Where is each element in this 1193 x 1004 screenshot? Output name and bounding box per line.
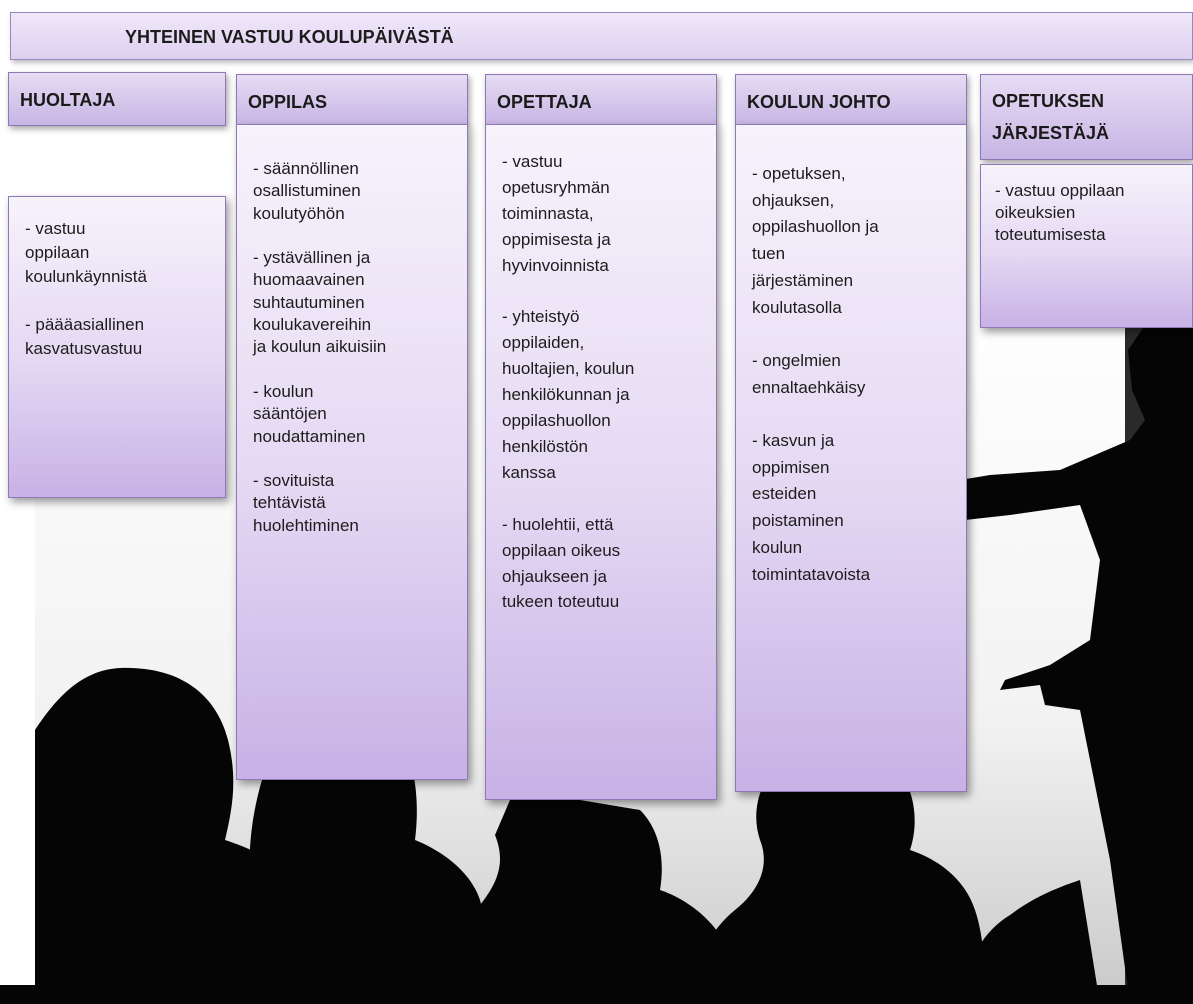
audience-silhouettes	[0, 300, 1193, 1004]
column-body: - vastuu opetusryhmän toiminnasta, oppim…	[485, 124, 717, 800]
column-header: HUOLTAJA	[8, 72, 226, 126]
head-silhouette-4	[690, 739, 985, 1004]
column-header: OPETTAJA	[485, 74, 717, 126]
column-body: - säännöllinen osallistuminen koulutyöhö…	[236, 124, 468, 780]
desk-silhouette	[0, 985, 1193, 1004]
column-description: - vastuu oppilaan koulunkäynnistä - päää…	[25, 219, 147, 358]
title-banner: YHTEINEN VASTUU KOULUPÄIVÄSTÄ	[10, 12, 1193, 60]
column-header: OPPILAS	[236, 74, 468, 126]
column-title: HUOLTAJA	[20, 90, 116, 110]
column-body: - vastuu oppilaan koulunkäynnistä - päää…	[8, 196, 226, 498]
column-description: - säännöllinen osallistuminen koulutyöhö…	[253, 159, 387, 535]
diagram-title: YHTEINEN VASTUU KOULUPÄIVÄSTÄ	[125, 27, 454, 47]
column-body: - vastuu oppilaan oikeuksien toteutumise…	[980, 164, 1193, 328]
head-silhouette-3	[440, 800, 736, 1004]
column-title: KOULUN JOHTO	[747, 92, 891, 112]
head-silhouette-5	[960, 880, 1100, 1004]
column-description: - vastuu oppilaan oikeuksien toteutumise…	[995, 181, 1125, 244]
column-title: OPETTAJA	[497, 92, 592, 112]
column-description: - vastuu opetusryhmän toiminnasta, oppim…	[502, 152, 635, 612]
column-header: OPETUKSEN JÄRJESTÄJÄ	[980, 74, 1193, 160]
teacher-silhouette	[960, 300, 1193, 1004]
column-header: KOULUN JOHTO	[735, 74, 967, 126]
column-description: - opetuksen, ohjauksen, oppilashuollon j…	[752, 164, 879, 584]
column-title: OPETUKSEN JÄRJESTÄJÄ	[992, 91, 1110, 143]
column-body: - opetuksen, ohjauksen, oppilashuollon j…	[735, 124, 967, 792]
column-title: OPPILAS	[248, 92, 328, 112]
head-silhouette-2	[249, 709, 490, 1004]
